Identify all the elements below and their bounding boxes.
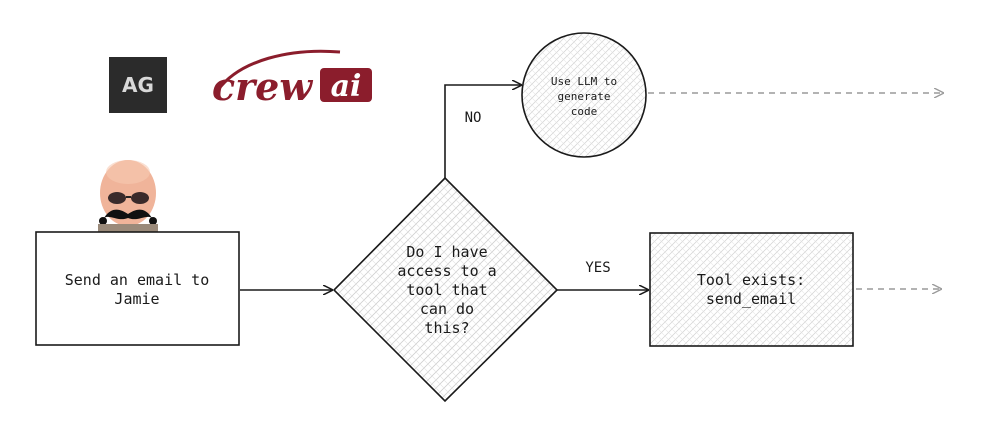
start-node[interactable] xyxy=(35,231,240,346)
edge-no xyxy=(444,85,521,178)
crewai-logo: crew ai xyxy=(212,49,372,109)
tool-node[interactable] xyxy=(649,232,854,347)
tool-node-line2: send_email xyxy=(706,290,796,308)
decision-line2: access to a xyxy=(397,262,496,280)
crewai-logo-ai: ai xyxy=(331,69,362,104)
decision-line3: tool that xyxy=(406,281,487,299)
mustache-icon xyxy=(99,209,157,225)
decision-line4: can do xyxy=(420,300,474,318)
llm-line1: Use LLM to xyxy=(551,75,617,88)
edge-no-label: NO xyxy=(465,110,482,126)
ag-logo: AG xyxy=(109,57,167,113)
start-node-line1: Send an email to xyxy=(65,271,210,289)
llm-line3: code xyxy=(571,105,598,118)
llm-line2: generate xyxy=(558,90,611,103)
ag-logo-text: AG xyxy=(122,73,154,97)
decision-line1: Do I have xyxy=(406,243,487,261)
avatar xyxy=(98,160,158,232)
crewai-logo-crew: crew xyxy=(212,64,313,109)
start-node-line2: Jamie xyxy=(114,290,159,308)
sunglasses-icon xyxy=(108,192,149,204)
tool-node-line1: Tool exists: xyxy=(697,271,805,289)
llm-node[interactable] xyxy=(521,32,647,158)
edge-yes-label: YES xyxy=(585,260,610,276)
decision-line5: this? xyxy=(424,319,469,337)
decision-node[interactable] xyxy=(332,176,559,403)
